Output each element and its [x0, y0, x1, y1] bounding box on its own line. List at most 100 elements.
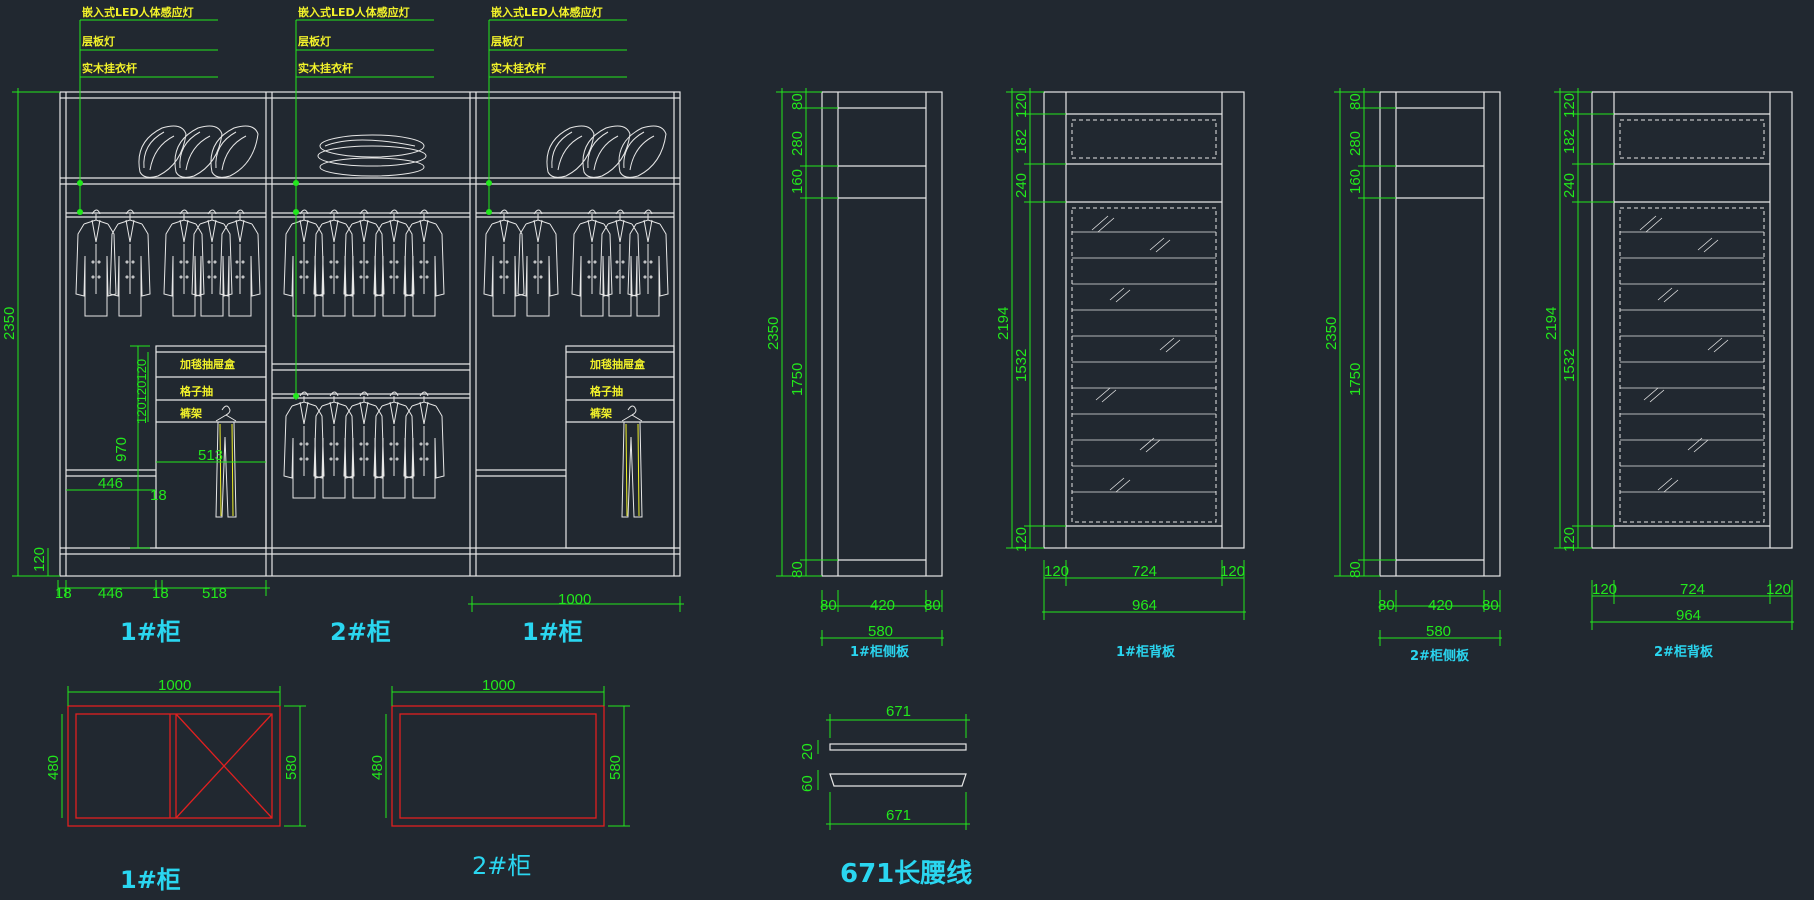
note-rod-3: 实木挂衣杆	[491, 61, 546, 75]
side2-dim-80-left: 80	[1378, 597, 1395, 614]
back2-dim-120-left: 120	[1592, 581, 1617, 598]
back2-dim-964: 964	[1676, 607, 1701, 624]
plan-2: 1000 480 580 2#柜	[369, 677, 630, 880]
side1-dim-280: 280	[789, 131, 806, 156]
title-plan1: 1#柜	[120, 866, 181, 894]
note-led-1: 嵌入式LED人体感应灯	[82, 5, 194, 19]
side2-dim-80-right: 80	[1482, 597, 1499, 614]
side1-dim-580: 580	[868, 623, 893, 640]
dim-518: 518	[202, 585, 227, 602]
note-rod-2: 实木挂衣杆	[298, 61, 353, 75]
title-cab1-left: 1#柜	[120, 618, 181, 646]
plan1-dim-1000: 1000	[158, 677, 191, 694]
side2-dim-1750: 1750	[1347, 363, 1364, 396]
back1-dim-120-right: 120	[1220, 563, 1245, 580]
back2-dim-724: 724	[1680, 581, 1705, 598]
elevation-dim-texts: 2350 120 970 120120120 446 18 513 18 446…	[1, 307, 591, 608]
back1-dim-120-top: 120	[1013, 93, 1030, 118]
note-grid-drawer-1: 格子抽	[180, 384, 213, 398]
dim-513: 513	[198, 447, 223, 464]
plan2-dim-480: 480	[369, 755, 386, 780]
dim-446-inner: 446	[98, 475, 123, 492]
back-panel-1: 2194 120 182 240 1532 120 120 724 120 96…	[995, 88, 1246, 660]
side2-dim-280: 280	[1347, 131, 1364, 156]
waist-dim-671-bottom: 671	[886, 807, 911, 824]
title-back1: 1#柜背板	[1116, 644, 1176, 660]
dim-18-b: 18	[152, 585, 169, 602]
side-panel-1: 2350 80 280 160 1750 80 80 420 80 580 1#…	[765, 88, 944, 660]
side-panel-2: 2350 80 280 160 1750 80 80 420 80 580 2#…	[1323, 88, 1502, 664]
callout-notes: 嵌入式LED人体感应灯 层板灯 实木挂衣杆 嵌入式LED人体感应灯 层板灯 实木…	[81, 5, 646, 420]
side2-dim-80-bottom: 80	[1347, 561, 1364, 578]
side2-dim-580: 580	[1426, 623, 1451, 640]
note-trouser-2: 裤架	[589, 406, 612, 420]
side2-dim-2350: 2350	[1323, 317, 1340, 350]
side1-dim-1750: 1750	[789, 363, 806, 396]
back2-dim-120-right: 120	[1766, 581, 1791, 598]
side1-dim-2350: 2350	[765, 317, 782, 350]
title-waist: 671长腰线	[840, 859, 972, 889]
back1-dim-182: 182	[1013, 129, 1030, 154]
title-cab2-mid: 2#柜	[330, 618, 391, 646]
side2-dim-80-top: 80	[1347, 93, 1364, 110]
back1-dim-120-left: 120	[1044, 563, 1069, 580]
note-shelf-light-2: 层板灯	[297, 34, 331, 48]
back2-dim-2194: 2194	[1543, 307, 1560, 340]
back2-dim-1532: 1532	[1561, 349, 1578, 382]
note-led-2: 嵌入式LED人体感应灯	[298, 5, 410, 19]
side1-dim-420: 420	[870, 597, 895, 614]
title-cab1-right: 1#柜	[522, 618, 583, 646]
dim-drawer-stack: 120120120	[134, 359, 149, 424]
back2-dim-182: 182	[1561, 129, 1578, 154]
waist-dim-20: 20	[799, 743, 816, 760]
waist-dim-60: 60	[799, 775, 816, 792]
side2-dim-160: 160	[1347, 169, 1364, 194]
dim-18-inner: 18	[150, 487, 167, 504]
note-trouser-1: 裤架	[179, 406, 202, 420]
back1-dim-240: 240	[1013, 173, 1030, 198]
plan1-dim-580: 580	[283, 755, 300, 780]
side1-dim-80-left: 80	[820, 597, 837, 614]
note-rod-1: 实木挂衣杆	[82, 61, 137, 75]
back2-dim-240: 240	[1561, 173, 1578, 198]
note-shelf-light-3: 层板灯	[490, 34, 524, 48]
dim-overall-height: 2350	[1, 307, 18, 340]
back1-dim-724: 724	[1132, 563, 1157, 580]
back1-dim-1532: 1532	[1013, 349, 1030, 382]
led-leaders	[79, 19, 627, 400]
elevation-dim-lines	[12, 88, 684, 612]
side1-dim-80-top: 80	[789, 93, 806, 110]
title-side2: 2#柜侧板	[1410, 648, 1470, 664]
note-drawer-box-1: 加毯抽屉盒	[179, 357, 236, 371]
note-drawer-box-2: 加毯抽屉盒	[589, 357, 646, 371]
side1-dim-80-right: 80	[924, 597, 941, 614]
plan2-dim-580: 580	[607, 755, 624, 780]
dim-446-bottom: 446	[98, 585, 123, 602]
note-grid-drawer-2: 格子抽	[590, 384, 623, 398]
back2-dim-120-top: 120	[1561, 93, 1578, 118]
side2-dim-420: 420	[1428, 597, 1453, 614]
back2-dim-120-bottom: 120	[1561, 527, 1578, 552]
plan2-dim-1000: 1000	[482, 677, 515, 694]
title-side1: 1#柜侧板	[850, 644, 910, 660]
side1-dim-160: 160	[789, 169, 806, 194]
leader-dots	[77, 180, 492, 399]
waist-line-detail: 671 671 20 60 671长腰线	[799, 703, 972, 889]
dim-1000-right: 1000	[558, 591, 591, 608]
plan-1: 1000 480 580 1#柜	[45, 677, 306, 894]
back1-dim-964: 964	[1132, 597, 1157, 614]
title-plan2: 2#柜	[472, 852, 531, 880]
dim-base-120: 120	[31, 547, 48, 572]
back-panel-2: 2194 120 182 240 1532 120 120 724 120 96…	[1543, 88, 1794, 660]
dim-18-a: 18	[55, 585, 72, 602]
pillows	[138, 125, 667, 178]
side1-dim-80-bottom: 80	[789, 561, 806, 578]
note-led-3: 嵌入式LED人体感应灯	[491, 5, 603, 19]
back1-dim-120-bottom: 120	[1013, 527, 1030, 552]
title-back2: 2#柜背板	[1654, 644, 1714, 660]
back1-dim-2194: 2194	[995, 307, 1012, 340]
note-shelf-light-1: 层板灯	[81, 34, 115, 48]
plan1-dim-480: 480	[45, 755, 62, 780]
dim-970: 970	[113, 437, 130, 462]
